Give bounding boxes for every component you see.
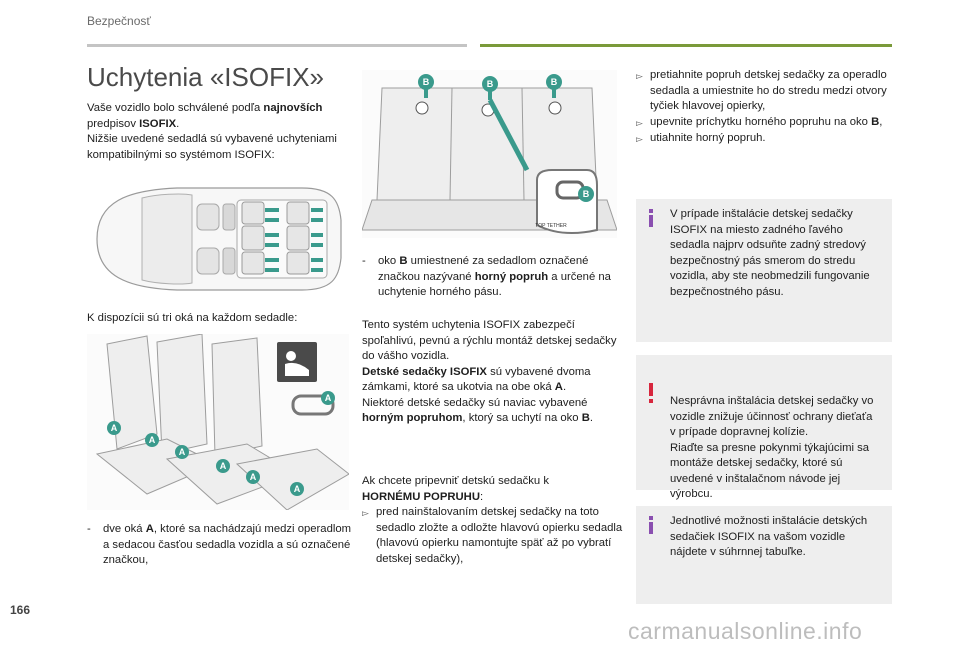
header-rule-green [480,44,892,47]
bullet-b-bold-2: horný popruh [474,270,549,283]
marker-a-3: A [149,435,156,445]
step-arrow-icon: ▻ [636,71,643,81]
system-bold-1: Detské sedačky ISOFIX [362,365,487,378]
attach-bold: HORNÉMU POPRUHU [362,490,480,503]
rings-text: K dispozícii sú tri oká na každom sedadl… [87,312,298,324]
marker-b-3: B [551,77,558,87]
attach-heading: Ak chcete pripevniť detskú sedačku k HOR… [362,474,624,505]
info-note-1-text: V prípade inštalácie detskej sedačky ISO… [670,208,870,298]
step-3-text-a: upevnite príchytku horného popruhu na ok… [650,115,872,128]
marker-a-6: A [250,472,257,482]
warning-icon [646,367,656,408]
page-title: Uchytenia «ISOFIX» [87,62,324,92]
step-3-text: upevnite príchytku horného popruhu na ok… [650,115,882,132]
info-note-2: Jednotlivé možnosti inštalácie detských … [636,506,892,604]
bullet-a-text-2: , ktoré sa nachádzajú medzi operadlom a … [103,523,352,566]
system-bold-4: B [581,412,590,424]
system-text-1: Tento systém uchytenia ISOFIX zabezpečí … [362,319,617,362]
intro-text-3: . [176,117,180,130]
attach-text-2: : [480,490,484,503]
step-4: ▻ utiahnite horný popruh. [636,131,892,148]
step-3-bold: B [871,115,880,128]
intro-text-1: Vaše vozidlo bolo schválené podľa [87,102,264,114]
info-icon [646,516,656,540]
bullet-ring-a: - dve oká A, ktoré sa nachádzajú medzi o… [87,522,352,569]
step-3: ▻ upevnite príchytku horného popruhu na … [636,115,892,132]
system-bold-3: horným popruhom [362,412,463,424]
page-number: 166 [10,603,31,617]
tether-label: TOP TETHER [535,223,567,229]
bullet-b-text-2: umiestnené za sedadlom označené značkou … [378,255,589,283]
info-note-1: V prípade inštalácie detskej sedačky ISO… [636,199,892,342]
watermark: carmanualsonline.info [628,618,863,644]
intro-paragraph: Vaše vozidlo bolo schválené podľa najnov… [87,101,352,163]
intro-text-2: predpisov [87,117,140,130]
bullet-ring-b-text: oko B umiestnené za sedadlom označené zn… [378,254,624,301]
marker-a-4: A [179,447,186,457]
info-note-2-text: Jednotlivé možnosti inštalácie detských … [670,515,868,558]
system-text-3: . [562,381,567,393]
system-text-4: Niektoré detské sedačky sú naviac vybave… [362,396,588,409]
marker-b-4: B [583,189,590,199]
step-2-text: pretiahnite popruh detskej sedačky za op… [650,69,887,112]
system-text-6: . [589,412,594,424]
steps-continued: ▻ pretiahnite popruh detskej sedačky za … [636,68,892,148]
trunk-tether-illustration: B B B B TOP TETHER [362,70,617,238]
attach-text-1: Ak chcete pripevniť detskú sedačku k [362,475,549,487]
bullet-b-bold-1: B [399,255,408,267]
intro-bold-2: ISOFIX [139,117,177,130]
info-icon [646,209,656,233]
warning-note-text: Nesprávna inštalácia detskej sedačky vo … [670,395,874,500]
step-1-text: pred nainštalovaním detskej sedačky na t… [376,506,623,565]
intro-text-4: Nižšie uvedené sedadlá sú vybavené uchyt… [87,133,337,161]
system-bold-2: A [554,381,563,393]
step-arrow-icon: ▻ [362,508,369,518]
header-rule-grey [87,44,467,47]
seat-anchors-illustration: A A A A A A A [87,334,349,510]
car-topview-illustration [87,180,349,298]
marker-b-1: B [423,77,430,87]
marker-a-1: A [325,393,332,403]
section-label: Bezpečnosť [87,14,151,28]
system-text-2: sú vybavené dvoma zámkami, ktoré sa ukot… [362,365,591,394]
system-text-5: , ktorý sa uchytí na oko [462,412,582,424]
marker-a-7: A [294,484,301,494]
step-3-text-c: , [879,115,883,128]
step-4-text: utiahnite horný popruh. [650,132,766,144]
step-2: ▻ pretiahnite popruh detskej sedačky za … [636,68,892,115]
bullet-ring-a-text: dve oká A, ktoré sa nachádzajú medzi ope… [103,522,352,569]
marker-a-2: A [111,423,118,433]
system-paragraph: Tento systém uchytenia ISOFIX zabezpečí … [362,318,624,427]
step-1: ▻ pred nainštalovaním detskej sedačky na… [362,505,624,567]
step-arrow-icon: ▻ [636,134,643,144]
bullet-b-text-3: a určené na uchytenie horného pásu. [378,270,611,299]
bullet-dash-b: - [362,255,366,267]
bullet-ring-b: - oko B umiestnené za sedadlom označené … [362,254,624,301]
bullet-a-text-1: dve oká [103,523,146,535]
step-arrow-icon: ▻ [636,117,643,128]
bullet-a-bold: A [145,523,154,535]
intro-bold-1: najnovších [263,102,323,114]
warning-note: Nesprávna inštalácia detskej sedačky vo … [636,355,892,500]
bullet-dash: - [87,523,91,535]
marker-b-2: B [487,79,494,89]
bullet-b-text-1: oko [378,255,400,267]
marker-a-5: A [220,461,227,471]
